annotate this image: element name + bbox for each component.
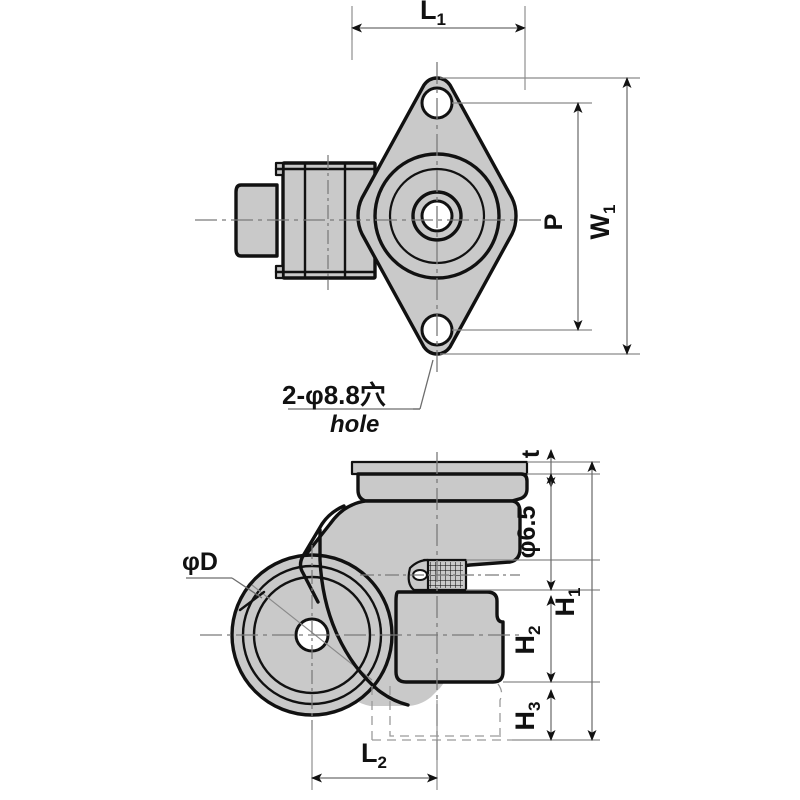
dim-label-p: P <box>540 214 568 231</box>
dim-label-h1: H1 <box>550 588 584 617</box>
dimension-w1: W1 <box>585 77 632 355</box>
dimension-h3: H3 <box>510 689 556 741</box>
dim-label-w1: W1 <box>585 205 619 240</box>
dimension-l1: L1 <box>351 0 526 40</box>
dim-label-phi-6-5: φ6.5 <box>513 506 541 559</box>
dimension-phi-d: φD <box>182 548 263 599</box>
dim-label-h2: H2 <box>510 626 544 655</box>
top-view-group: L1 P W1 <box>195 0 640 438</box>
dim-label-phi-d: φD <box>182 548 218 576</box>
dim-label-l2: L2 <box>361 738 387 772</box>
dimension-l2: L2 <box>311 738 438 783</box>
side-view-leg-block <box>394 590 505 684</box>
dimension-h2: H2 <box>510 595 556 683</box>
dim-label-l1: L1 <box>420 0 446 29</box>
top-view-centerlines <box>195 62 545 372</box>
top-plate-flange <box>350 460 529 476</box>
dimension-h1: H1 <box>550 461 597 741</box>
hole-note-line1: 2-φ8.8穴 <box>282 380 386 410</box>
hole-note-line2: hole <box>330 411 379 438</box>
dim-label-h3: H3 <box>510 702 544 731</box>
side-view-foot-pad <box>371 683 512 741</box>
side-view-fork-front-edge <box>298 504 410 707</box>
top-view-extension-lines <box>351 28 640 355</box>
hole-note: 2-φ8.8穴 hole <box>282 359 434 438</box>
side-view-group: φD t φ6.5 <box>182 449 600 790</box>
dim-label-t: t <box>517 449 545 458</box>
dimension-p: P <box>540 102 583 331</box>
dimension-phi-6-5: φ6.5 <box>513 473 556 591</box>
side-view-top-plate <box>350 460 529 503</box>
